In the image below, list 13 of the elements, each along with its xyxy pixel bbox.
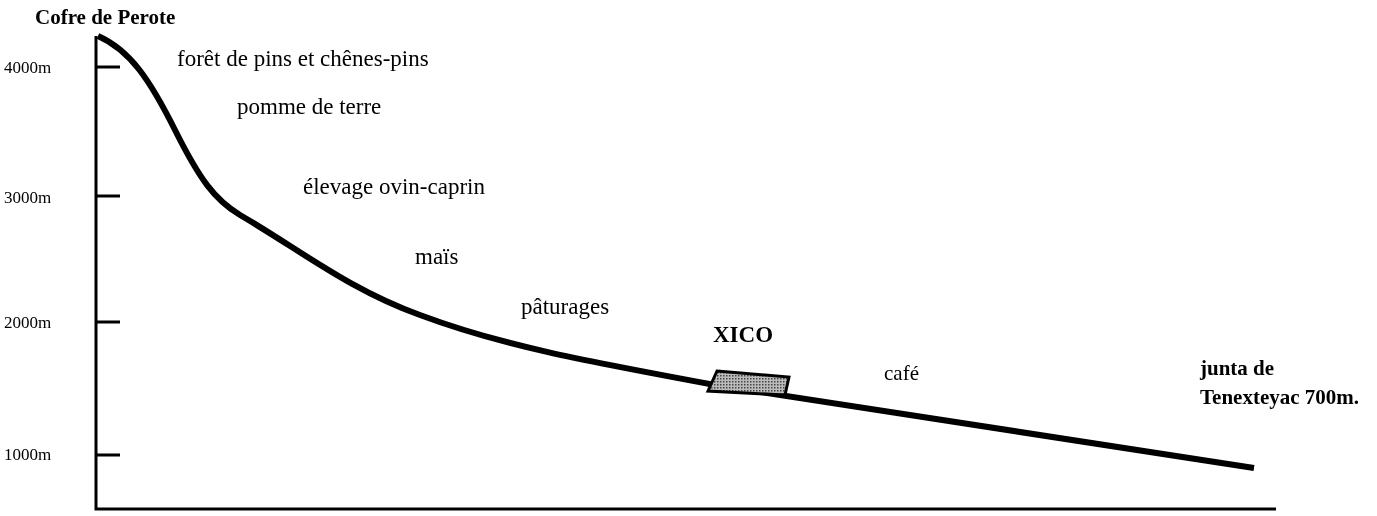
axis-tick-label: 2000m xyxy=(4,312,52,334)
zone-label: élevage ovin-caprin xyxy=(303,173,485,201)
zone-label: café xyxy=(884,360,919,387)
zone-label: pâturages xyxy=(521,293,610,321)
axis-tick-label: 4000m xyxy=(4,57,52,79)
town-label: XICO xyxy=(713,321,774,349)
axis-tick-label: 3000m xyxy=(4,187,52,209)
zone-label: pomme de terre xyxy=(237,93,382,121)
summit-label: Cofre de Perote xyxy=(35,4,176,31)
zone-label: forêt de pins et chênes-pins xyxy=(177,45,429,73)
axis-tick-label: 1000m xyxy=(4,444,52,466)
endpoint-label: junta de Tenexteyac 700m. xyxy=(1200,355,1361,411)
zone-label: maïs xyxy=(415,243,459,271)
